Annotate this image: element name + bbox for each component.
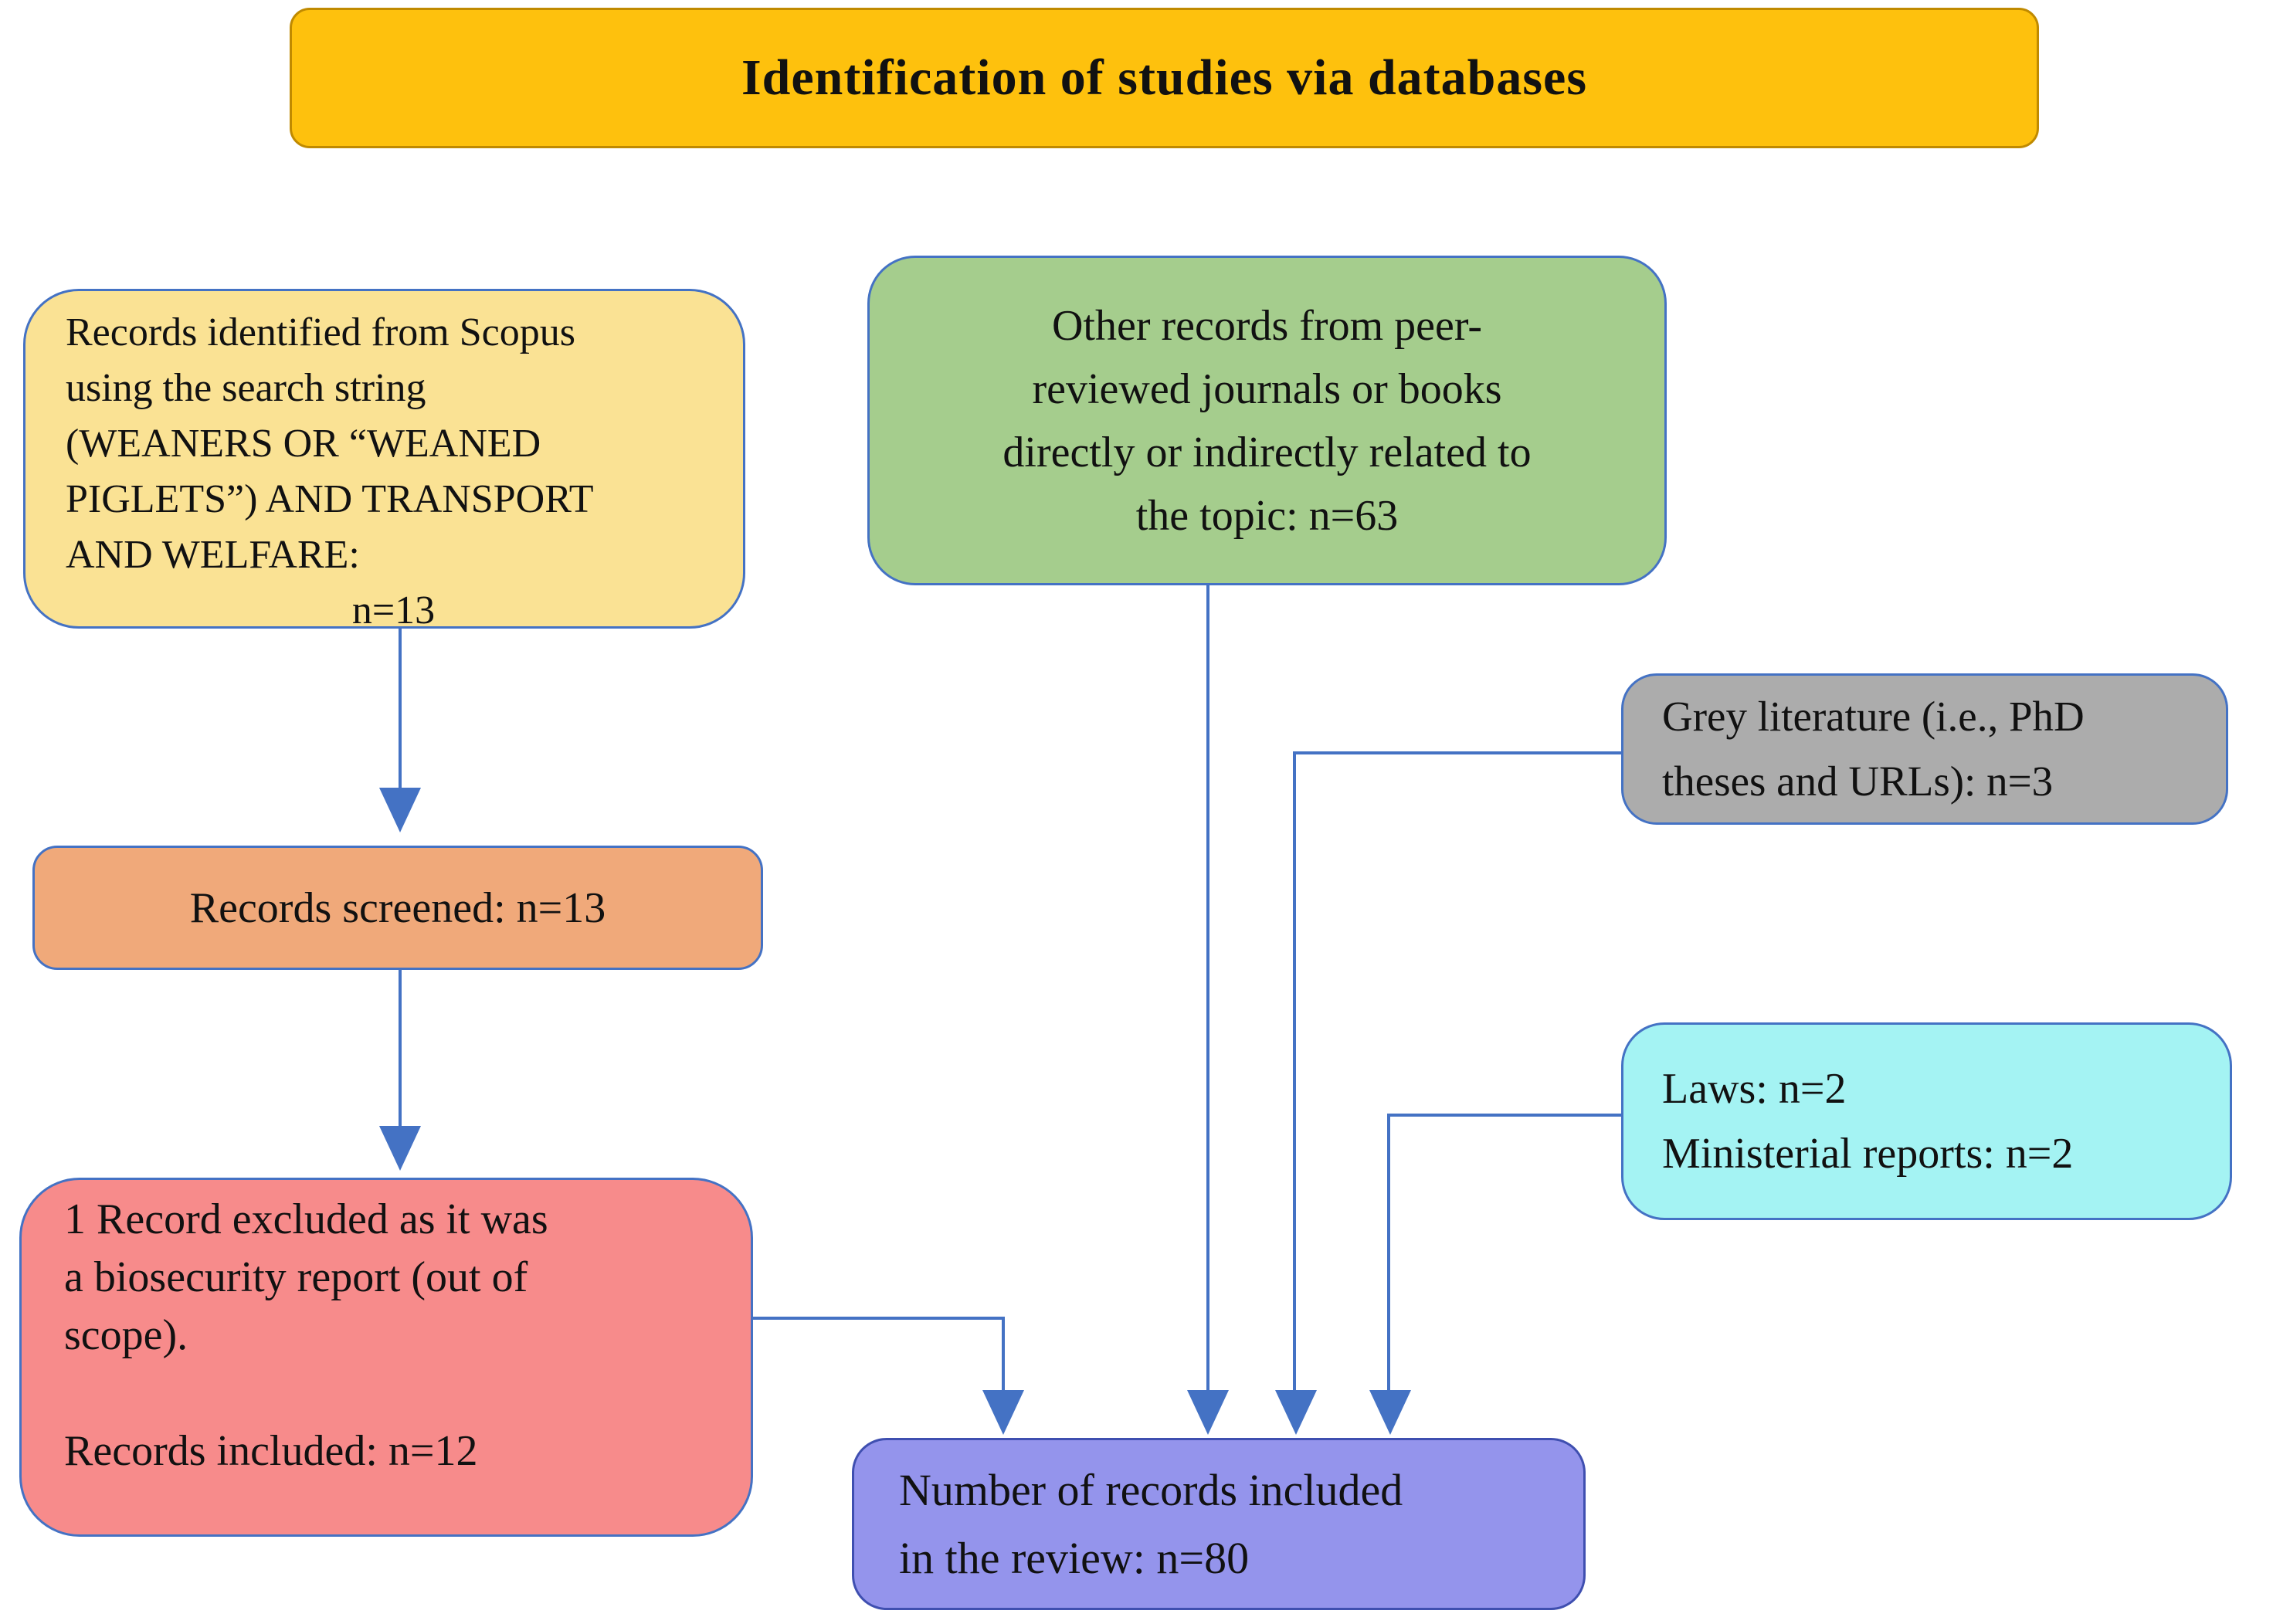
connector-scopus-to-screened xyxy=(399,628,402,788)
connector-other-to-included xyxy=(1206,585,1209,1390)
arrow-down-icon xyxy=(379,788,421,832)
box-other-records: Other records from peer- reviewed journa… xyxy=(867,256,1667,585)
box-grey-literature: Grey literature (i.e., PhD theses and UR… xyxy=(1621,673,2228,825)
box-records-screened: Records screened: n=13 xyxy=(32,846,763,970)
box-records-excluded: 1 Record excluded as it was a biosecurit… xyxy=(19,1178,753,1537)
connector-laws-horizontal xyxy=(1387,1114,1621,1117)
box-laws-ministerial-reports: Laws: n=2 Ministerial reports: n=2 xyxy=(1621,1022,2232,1220)
connector-laws-to-included xyxy=(1387,1114,1390,1390)
connector-grey-to-included xyxy=(1293,751,1296,1390)
box-records-identified-scopus: Records identified from Scopus using the… xyxy=(23,289,745,632)
connector-excluded-to-included xyxy=(1002,1317,1005,1390)
arrow-down-icon xyxy=(1275,1390,1317,1435)
arrow-down-icon xyxy=(1369,1390,1411,1435)
connector-grey-horizontal xyxy=(1293,751,1621,754)
box-records-included-review: Number of records included in the review… xyxy=(852,1438,1586,1610)
connector-excluded-horizontal xyxy=(753,1317,1005,1320)
arrow-down-icon xyxy=(982,1390,1024,1435)
box-records-identified-scopus-text: Records identified from Scopus using the… xyxy=(66,310,594,577)
arrow-down-icon xyxy=(1187,1390,1229,1435)
box-records-identified-scopus-count: n=13 xyxy=(351,588,436,632)
arrow-down-icon xyxy=(379,1126,421,1171)
connector-screened-to-excluded xyxy=(399,970,402,1126)
title-banner: Identification of studies via databases xyxy=(290,8,2039,148)
